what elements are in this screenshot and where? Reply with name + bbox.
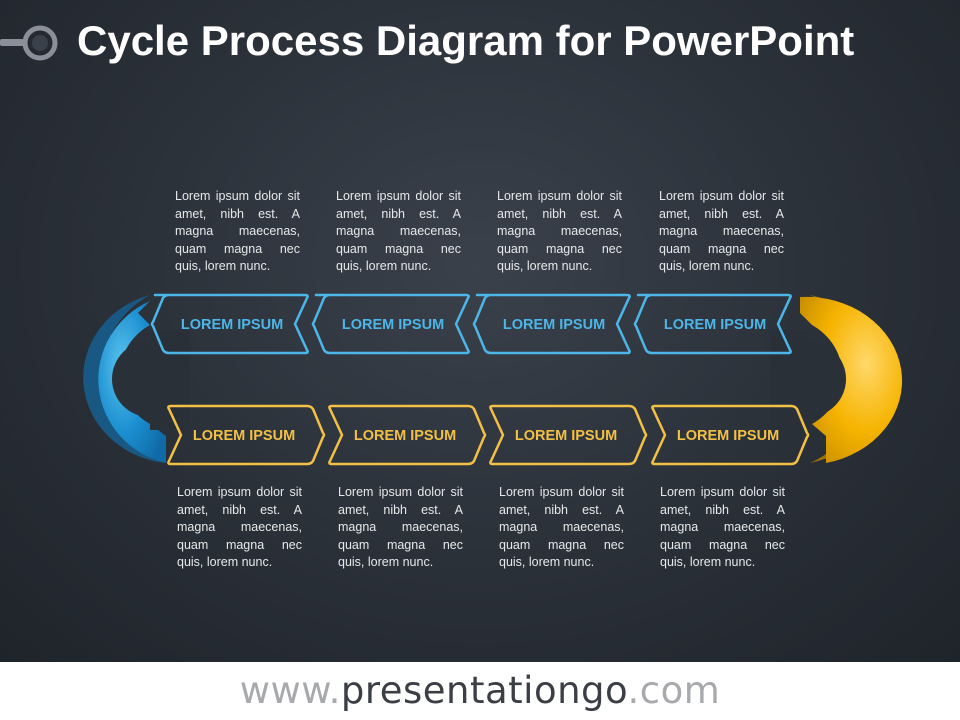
top-step-3-chevron	[472, 293, 631, 355]
bottom-step-4-chevron	[651, 404, 810, 466]
blue-cycle-cap	[83, 295, 190, 463]
title-ring-icon	[0, 25, 58, 61]
bottom-step-3-description: Lorem ipsum dolor sit amet, nibh est. A …	[499, 485, 624, 569]
cycle-process-diagram: LOREM IPSUM LOREM IPSUM LOREM IPSUM LOREM I…	[83, 293, 903, 466]
bottom-step-1-chevron	[167, 404, 326, 466]
top-step-1-description: Lorem ipsum dolor sit amet, nibh est. A …	[175, 189, 300, 273]
footer-brand-name: presentationgo	[340, 669, 628, 712]
footer-suffix: .com	[627, 669, 721, 712]
bottom-step-4-description: Lorem ipsum dolor sit amet, nibh est. A …	[660, 485, 785, 569]
footer-prefix: www.	[239, 669, 341, 712]
top-step-2-label: LOREM IPSUM	[342, 317, 444, 333]
bottom-step-2-chevron	[328, 404, 487, 466]
slide: Cycle Process Diagram for PowerPoint	[0, 0, 960, 662]
bottom-step-2-label: LOREM IPSUM	[354, 428, 456, 444]
top-step-1-label: LOREM IPSUM	[181, 317, 283, 333]
top-step-1-chevron	[150, 293, 309, 355]
footer-brand: www.presentationgo.com	[0, 662, 960, 720]
top-step-2-description: Lorem ipsum dolor sit amet, nibh est. A …	[336, 189, 461, 273]
top-step-3-description: Lorem ipsum dolor sit amet, nibh est. A …	[497, 189, 622, 273]
top-step-4-description: Lorem ipsum dolor sit amet, nibh est. A …	[659, 189, 784, 273]
top-step-4-label: LOREM IPSUM	[664, 317, 766, 333]
bottom-step-1-description: Lorem ipsum dolor sit amet, nibh est. A …	[177, 485, 302, 569]
bottom-step-2-description: Lorem ipsum dolor sit amet, nibh est. A …	[338, 485, 463, 569]
slide-title: Cycle Process Diagram for PowerPoint	[77, 17, 855, 64]
bottom-step-3-label: LOREM IPSUM	[515, 428, 617, 444]
top-step-2-chevron	[311, 293, 470, 355]
yellow-cycle-cap	[770, 295, 903, 463]
top-step-3-label: LOREM IPSUM	[503, 317, 605, 333]
bottom-step-1-label: LOREM IPSUM	[193, 428, 295, 444]
bottom-step-3-chevron	[489, 404, 648, 466]
bottom-step-4-label: LOREM IPSUM	[677, 428, 779, 444]
top-step-4-chevron	[633, 293, 792, 355]
